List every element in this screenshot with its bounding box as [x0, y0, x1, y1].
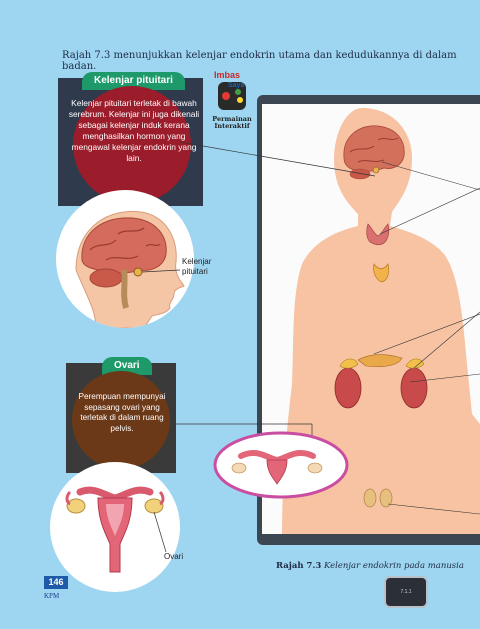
publisher-logo: KPM [44, 592, 60, 600]
ovari-description: Perempuan mempunyai sepasang ovari yang … [78, 392, 166, 433]
saya-text: Saya [228, 82, 244, 89]
pituitari-label: Kelenjar pituitari [182, 257, 212, 276]
imbas-caption-line2: Interaktif [214, 122, 250, 130]
pituitari-bubble [73, 86, 191, 204]
game-controller-icon: Imbas Saya [214, 70, 246, 110]
caption-bold: Rajah 7.3 [276, 561, 322, 571]
ovary-callout [213, 431, 349, 499]
standard-chip: 7.1.1 [384, 576, 428, 608]
pituitari-description: Kelenjar pituitari terletak di bawah ser… [68, 98, 200, 163]
pituitari-connector [180, 141, 376, 177]
imbas-caption: Permainan Interaktif [204, 116, 260, 130]
figure-caption: Rajah 7.3 Kelenjar endokrin pada manusia [276, 561, 480, 571]
caption-italic: Kelenjar endokrin pada manusia [323, 561, 464, 571]
ovari-bubble [72, 371, 170, 469]
uterus-icon [65, 486, 167, 573]
head-illustration [56, 190, 194, 328]
imbas-caption-line1: Permainan [212, 115, 252, 123]
pituitari-title-tag: Kelenjar pituitari [82, 72, 185, 90]
ovari-title-tag: Ovari [102, 357, 152, 375]
page-number: 146 [44, 576, 68, 589]
intro-text: Rajah 7.3 menunjukkan kelenjar endokrin … [62, 50, 457, 72]
ovari-label: Ovari [164, 552, 184, 561]
pituitari-panel: Kelenjar pituitari [58, 72, 203, 206]
head-brain-icon [75, 210, 185, 328]
imbas-text: Imbas [214, 70, 240, 80]
imbas-saya-badge[interactable]: Imbas Saya [204, 68, 260, 140]
human-body-figure [282, 108, 480, 534]
uterus-illustration [50, 462, 180, 592]
ovari-panel: Ovari [66, 357, 176, 473]
